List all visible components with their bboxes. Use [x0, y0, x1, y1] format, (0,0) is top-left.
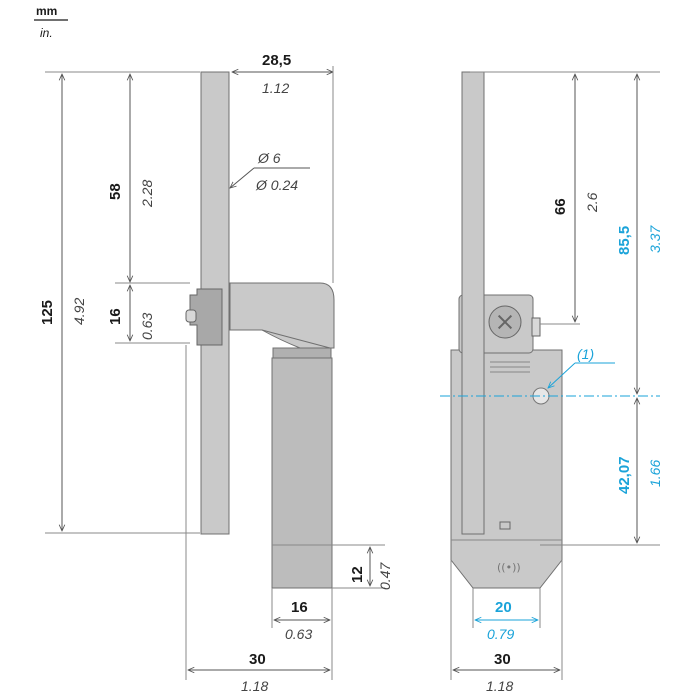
dim-head-mm: 16 — [107, 308, 124, 325]
front-view: ((•)) — [450, 71, 563, 589]
dim-w30-mm: 30 — [494, 651, 511, 668]
side-dimensions: 28,5 1.12 Ø 6 Ø 0.24 58 2.28 16 0.63 125… — [39, 52, 393, 694]
dim-h42-in: 1.66 — [647, 460, 663, 487]
dim-h42-mm: 42,07 — [616, 456, 633, 494]
dim-lever-mm: 58 — [107, 183, 124, 200]
unit-mm-label: mm — [36, 4, 57, 18]
dim-rod-dia-mm: Ø 6 — [257, 150, 281, 166]
switch-body — [271, 357, 333, 589]
head-pivot — [189, 288, 223, 346]
dim-total-mm: 125 — [39, 300, 56, 325]
dim-width30-in: 1.18 — [241, 678, 268, 694]
dim-bottom-mm: 12 — [349, 566, 366, 583]
dim-width16-in: 0.63 — [285, 626, 312, 642]
dim-width30-mm: 30 — [249, 651, 266, 668]
dim-rod-dia-in: Ø 0.24 — [255, 177, 298, 193]
side-view — [185, 71, 335, 589]
dim-w20-mm: 20 — [495, 599, 512, 616]
head-body — [229, 282, 335, 349]
front-dimensions: (1) 66 2.6 85,5 3.37 42,07 1.66 20 0.79 … — [440, 71, 663, 694]
dim-lever-in: 2.28 — [139, 180, 155, 208]
dim-head-in: 0.63 — [139, 313, 155, 340]
unit-legend: mm in. — [34, 4, 68, 40]
dim-w30-in: 1.18 — [486, 678, 513, 694]
dim-h66-in: 2.6 — [584, 192, 600, 213]
dim-w20-in: 0.79 — [487, 626, 514, 642]
dim-h85-in: 3.37 — [647, 225, 663, 253]
dim-bottom-in: 0.47 — [377, 562, 393, 590]
dim-h85-mm: 85,5 — [616, 226, 633, 255]
dim-total-in: 4.92 — [71, 298, 87, 325]
front-rod — [461, 71, 485, 535]
dim-h66-mm: 66 — [552, 198, 569, 215]
wireless-icon: ((•)) — [497, 561, 521, 574]
dim-width16-mm: 16 — [291, 599, 308, 616]
note-1: (1) — [577, 346, 594, 362]
unit-in-label: in. — [40, 26, 53, 40]
dim-width-top-in: 1.12 — [262, 80, 289, 96]
dim-width-top-mm: 28,5 — [262, 52, 291, 69]
